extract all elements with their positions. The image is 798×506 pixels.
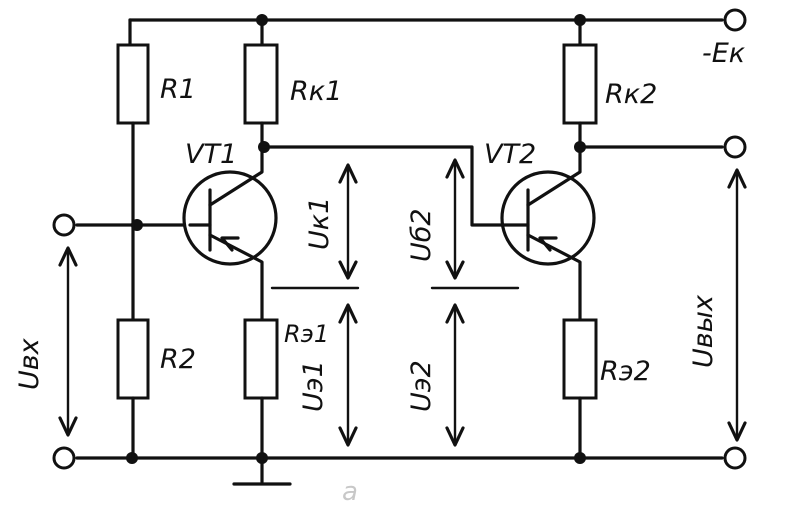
label-ub2: Uб2 — [406, 208, 437, 262]
coupling-wire — [262, 145, 504, 227]
ground-rail — [52, 446, 747, 486]
stage-2 — [500, 43, 747, 460]
label-uin: Uвх — [14, 337, 45, 390]
divider-network — [52, 43, 192, 460]
transistor-vt2 — [500, 170, 596, 266]
labels: R1 Rк1 Rк2 VT1 VT2 -Eк R2 Rэ1 Rэ2 Uк1 Uб… — [14, 38, 746, 506]
voltage-arrows — [58, 158, 747, 447]
label-uout: Uвых — [688, 294, 719, 368]
label-rk2: Rк2 — [605, 79, 657, 110]
label-ue2: Uэ2 — [406, 360, 437, 412]
resistor-re1 — [243, 318, 279, 400]
stage-1 — [182, 43, 279, 460]
output-terminal — [723, 135, 747, 159]
label-re1: Rэ1 — [284, 320, 329, 348]
supply-rail — [128, 8, 747, 47]
label-ek: -Eк — [702, 38, 746, 69]
label-r2: R2 — [160, 344, 196, 375]
input-ground-terminal — [52, 446, 76, 470]
transistor-vt1 — [182, 170, 278, 266]
label-rk1: Rк1 — [290, 76, 342, 107]
label-vt2: VT2 — [484, 139, 536, 170]
resistor-re2 — [562, 318, 598, 400]
input-terminal — [52, 213, 76, 237]
resistor-rk1 — [243, 43, 279, 125]
label-ue1: Uэ1 — [298, 360, 329, 412]
label-uk1: Uк1 — [304, 197, 335, 250]
resistor-r2 — [116, 318, 150, 400]
label-r1: R1 — [160, 74, 196, 105]
label-vt1: VT1 — [185, 139, 237, 170]
supply-terminal — [723, 8, 747, 32]
figure-letter: а — [342, 477, 358, 506]
resistor-rk2 — [562, 43, 598, 125]
resistor-r1 — [116, 43, 150, 125]
output-ground-terminal — [723, 446, 747, 470]
label-re2: Rэ2 — [600, 356, 651, 387]
